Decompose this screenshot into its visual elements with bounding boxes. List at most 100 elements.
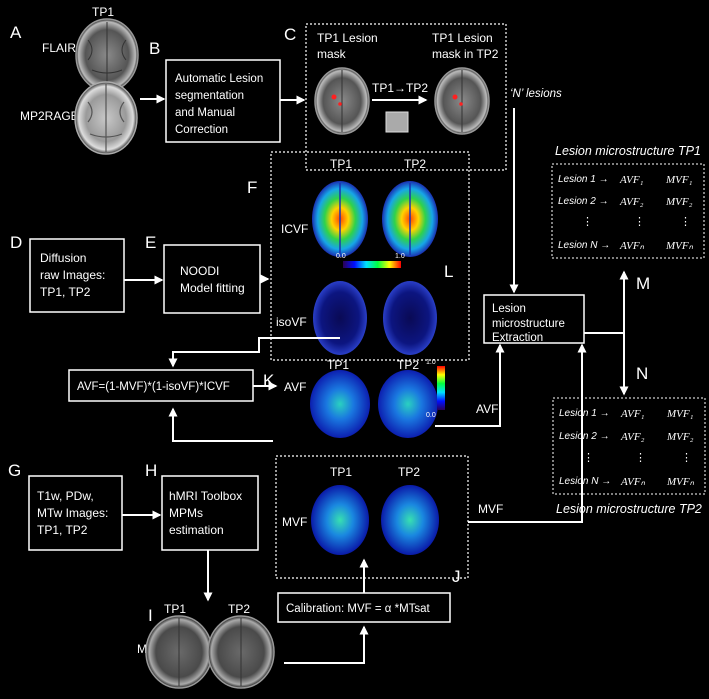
tp1-row1-lesion: Lesion 1 → [558,174,609,185]
arrow-i-to-j [284,625,369,664]
c-left-line-2: mask [317,47,347,61]
tp2-lesion-spot [452,94,458,100]
tp1-to-tp2-label: TP1→TP2 [372,81,428,95]
tp2-lesion-spot-2 [459,102,463,106]
g-line-2: MTw Images: [37,506,108,520]
diffusion-text: Diffusion raw Images: TP1, TP2 [40,251,109,299]
h-line-1: hMRI Toolbox [169,489,242,503]
d-line-1: Diffusion [40,251,86,265]
tp1-lesion-spot [331,94,337,100]
avf-tp2-map [378,370,438,438]
avf-edge-label: AVF [476,402,498,416]
mvf-maps-panel [275,455,469,579]
table-tp2-rows: Lesion 1 → AVF₁ MVF₁ Lesion 2 → AVF₂ MVF… [559,408,695,488]
tp2-row2-avf: AVF₂ [620,431,645,443]
h-line-3: estimation [169,523,224,537]
c-right-line-1: TP1 Lesion [432,31,493,45]
a-tp1-label: TP1 [92,5,114,19]
f-tp1-label: TP1 [330,157,352,171]
tp2-row4-lesion: Lesion N → [559,476,611,487]
mpm-images-box [28,475,123,551]
label-j: J [452,567,461,586]
tp1-row1-mvf: MVF₁ [665,174,693,186]
noodi-text: NOODI Model fitting [180,264,245,295]
tp1-row4-mvf: MVFₙ [665,240,694,252]
tp2-row1-mvf: MVF₁ [666,408,694,420]
tp1-row2-avf: AVF₂ [619,196,644,208]
icvf-colorbar [343,261,401,268]
f-tp2-label: TP2 [404,157,426,171]
k-tp2-label: TP2 [397,358,419,372]
table-tp1-title: Lesion microstructure TP1 [555,144,701,158]
g-line-3: TP1, TP2 [37,523,88,537]
label-h: H [145,461,157,480]
table-tp2 [552,397,706,495]
c-left-title: TP1 Lesion mask [317,31,381,61]
tp2-row4-mvf: MVFₙ [666,476,695,488]
avf-tp1-map [310,370,370,438]
label-c: C [284,25,296,44]
tp1-row3-lesion: ⋮ [582,216,593,228]
icvf-label: ICVF [281,222,308,236]
arrow-mvf-to-l [468,343,587,523]
tp2-row2-mvf: MVF₂ [666,431,694,443]
e-line-2: Model fitting [180,281,245,295]
i-tp2-label: TP2 [228,602,250,616]
tp1-row3-mvf: ⋮ [680,216,691,228]
calibration-formula: Calibration: MVF = α *MTsat [286,603,431,615]
i-tp1-label: TP1 [164,602,186,616]
tp1-row1-avf: AVF₁ [619,174,644,186]
d-line-3: TP1, TP2 [40,285,91,299]
b-line-1: Automatic Lesion [175,73,263,85]
tp1-row4-avf: AVFₙ [619,240,645,252]
mpm-images-text: T1w, PDw, MTw Images: TP1, TP2 [37,489,112,537]
isovf-tp2-map [383,281,437,355]
tp2-row2-lesion: Lesion 2 → [559,431,610,442]
noodi-maps-panel [270,151,470,361]
avf-formula: AVF=(1-MVF)*(1-isoVF)*ICVF [77,381,230,393]
label-m: M [636,274,650,293]
d-line-2: raw Images: [40,268,105,282]
tp2-row1-lesion: Lesion 1 → [559,408,610,419]
b-line-2: segmentation [175,90,244,102]
arrow-avf-to-l [435,343,505,427]
label-g: G [8,461,21,480]
g-line-1: T1w, PDw, [37,489,94,503]
tp1-lesion-spot-2 [338,102,342,106]
e-line-1: NOODI [180,264,219,278]
label-a: A [10,23,22,42]
tp1-row2-mvf: MVF₂ [665,196,693,208]
tp2-row3-avf: ⋮ [635,452,646,464]
isovf-label: isoVF [276,315,307,329]
avf-cb-max: 1.0 [426,359,436,366]
label-f: F [247,178,257,197]
tp2-row3-mvf: ⋮ [681,452,692,464]
tp2-row4-avf: AVFₙ [620,476,646,488]
arrow-mvf-to-k [168,407,273,442]
label-n: N [636,364,648,383]
avf-map-label: AVF [284,380,306,394]
isovf-tp1-map [313,281,367,355]
b-line-4: Correction [175,124,228,136]
label-l: L [444,262,453,281]
extraction-box [483,294,585,344]
avf-colorbar [437,366,445,410]
mtsat-midlines [178,618,242,686]
label-i: I [148,606,153,625]
tp1-row2-lesion: Lesion 2 → [558,196,609,207]
icvf-midlines [339,183,411,255]
l-line-3: Extraction [492,332,543,344]
icvf-cb-min: 0.0 [336,253,346,260]
b-line-3: and Manual [175,107,235,119]
flair-label: FLAIR [42,41,76,55]
hmri-box [161,475,259,551]
l-line-2: microstructure [492,318,565,330]
mvf-tp1-map [311,485,369,555]
mp2rage-sulci [87,84,125,152]
arrow-f-to-k [168,337,340,368]
c-left-line-1: TP1 Lesion [317,31,378,45]
label-b: B [149,39,160,58]
mvf-tp2-map [381,485,439,555]
